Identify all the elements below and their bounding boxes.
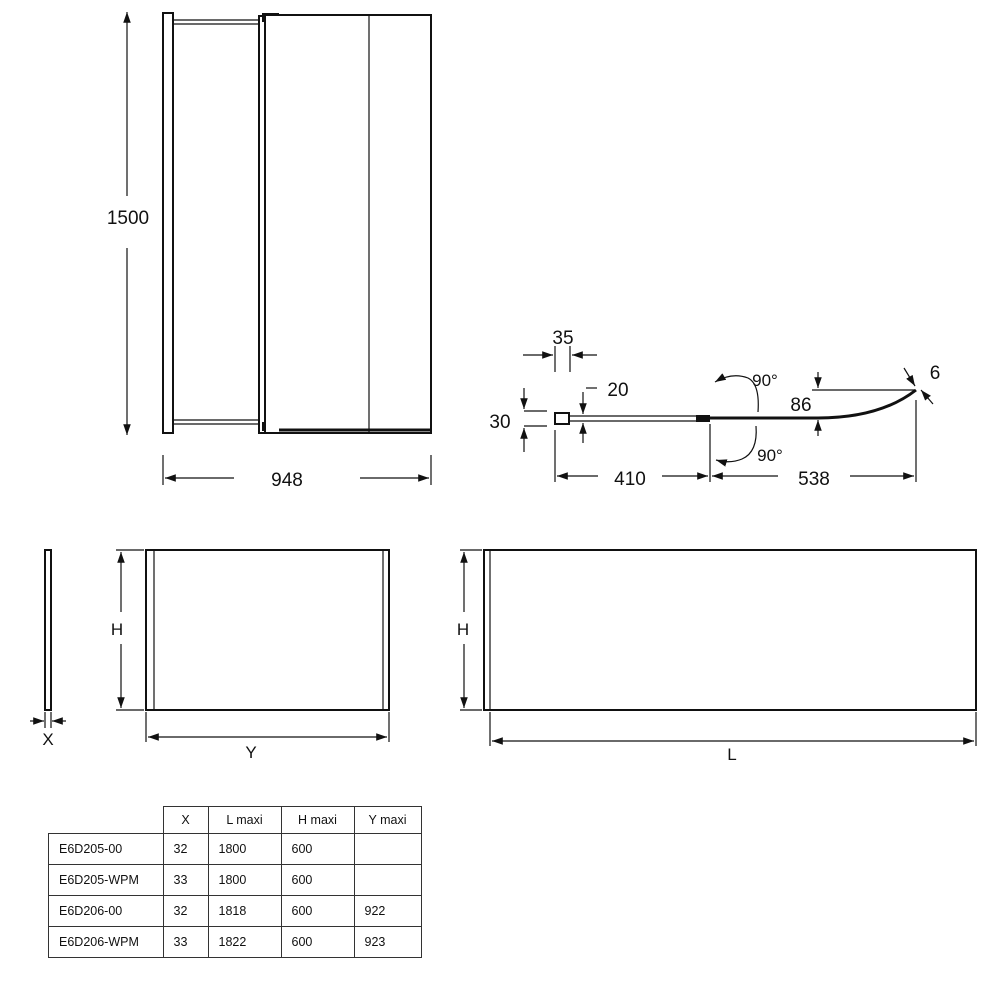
table-cell-x: 32 [162, 833, 209, 865]
table-cell-x: 32 [162, 895, 209, 927]
table-cell-ref: E6D205-WPM [48, 864, 164, 896]
dim-538: 538 [798, 469, 830, 490]
rotation-arrow-top [714, 373, 759, 413]
table-row: E6D206-00 32 1818 600 922 [48, 895, 422, 927]
dim-30: 30 [489, 412, 510, 433]
table-row: E6D206-WPM 33 1822 600 923 [48, 926, 422, 958]
end-h-label: H [111, 620, 123, 639]
table-header-l-maxi: L maxi [207, 806, 282, 834]
angle-bottom: 90° [757, 446, 783, 465]
dim-86: 86 [790, 395, 811, 416]
dim-35: 35 [552, 328, 573, 349]
spec-table: X L maxi H maxi Y maxi E6D205-00 32 1800… [48, 806, 422, 958]
profile-view: 35 20 30 410 538 86 6 90° [489, 328, 940, 490]
table-header-x: X [162, 806, 209, 834]
profile-curve [817, 388, 917, 420]
l-label: L [727, 745, 736, 764]
rotation-arrow-bottom [715, 425, 757, 467]
table-header-h-maxi: H maxi [280, 806, 355, 834]
height-label: 1500 [107, 208, 149, 229]
dim-6: 6 [930, 363, 941, 384]
y-label: Y [245, 743, 256, 762]
table-row: E6D205-00 32 1800 600 [48, 833, 422, 865]
table-cell-l: 1822 [207, 926, 282, 958]
table-cell-ref: E6D206-00 [48, 895, 164, 927]
table-cell-y [353, 864, 422, 896]
table-cell-x: 33 [162, 864, 209, 896]
width-label: 948 [271, 470, 303, 491]
table-cell-l: 1818 [207, 895, 282, 927]
front-h-label: H [457, 620, 469, 639]
end-panel: X H Y [30, 549, 390, 762]
table-cell-h: 600 [280, 926, 355, 958]
table-cell-ref: E6D206-WPM [48, 926, 164, 958]
wall-profile [162, 12, 174, 434]
table-header-row: X L maxi H maxi Y maxi [48, 806, 422, 834]
table-row: E6D205-WPM 33 1800 600 [48, 864, 422, 896]
table-cell-l: 1800 [207, 864, 282, 896]
table-cell-x: 33 [162, 926, 209, 958]
table-cell-h: 600 [280, 864, 355, 896]
table-cell-y: 922 [353, 895, 422, 927]
x-label: X [42, 730, 53, 749]
table-cell-y [353, 833, 422, 865]
dim-20: 20 [607, 380, 628, 401]
end-panel-face [145, 549, 390, 711]
front-panel: H L [457, 549, 977, 764]
table-cell-h: 600 [280, 833, 355, 865]
table-header-y-maxi: Y maxi [353, 806, 422, 834]
table-cell-l: 1800 [207, 833, 282, 865]
front-panel-face [483, 549, 977, 711]
table-header-blank [48, 806, 164, 834]
swing-panel [264, 14, 432, 434]
profile-hinge [696, 415, 710, 422]
table-cell-ref: E6D205-00 [48, 833, 164, 865]
dim-410: 410 [614, 469, 646, 490]
end-panel-edge [44, 549, 52, 711]
screen-elevation: 1500 948 [107, 11, 432, 491]
angle-top: 90° [752, 371, 778, 390]
table-cell-y: 923 [353, 926, 422, 958]
profile-block [554, 412, 570, 425]
table-cell-h: 600 [280, 895, 355, 927]
